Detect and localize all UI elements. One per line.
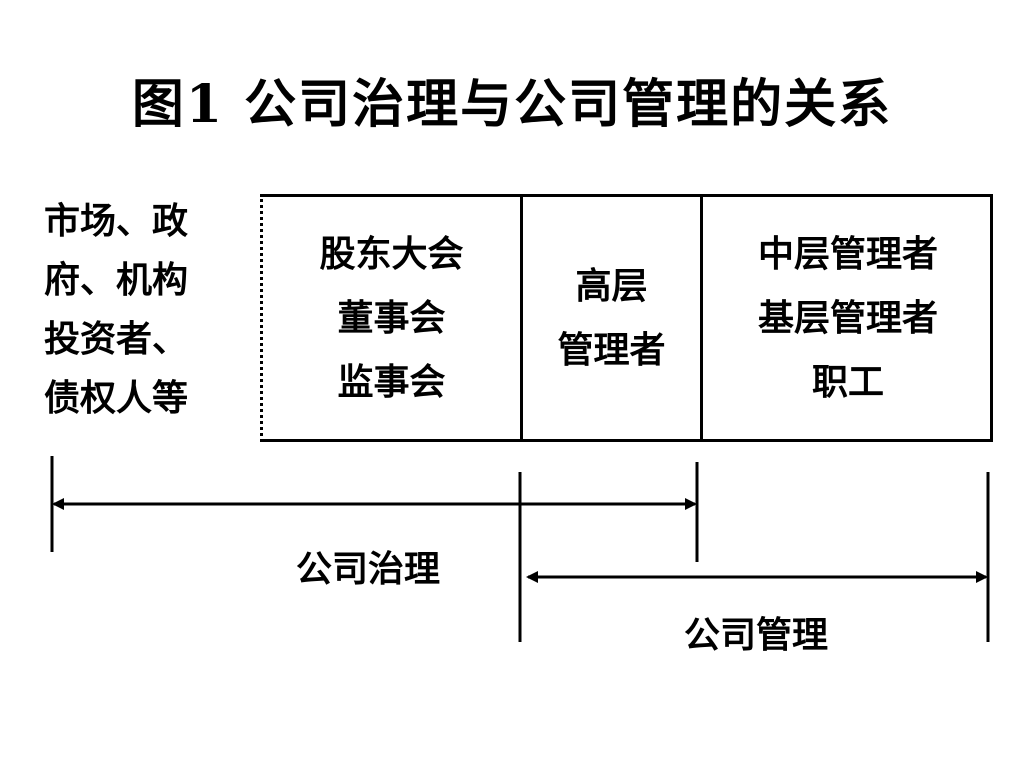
management-span-label: 公司管理 [684,614,829,656]
staff-line: 基层管理者 [757,297,938,339]
senior-management-line: 高层 [575,265,648,307]
stakeholders-line: 投资者、 [44,318,189,360]
stakeholders-line: 市场、政 [44,200,189,242]
stakeholders-line: 债权人等 [44,377,189,419]
staff-line: 职工 [811,361,884,403]
staff-line: 中层管理者 [757,233,938,275]
governance-bodies-line: 董事会 [337,297,446,339]
staff-cell: 中层管理者 基层管理者 职工 [700,197,993,439]
stakeholders-line: 府、机构 [44,259,189,301]
governance-bodies-line: 股东大会 [319,233,464,275]
senior-management-line: 管理者 [557,329,666,371]
organization-structure-box: 股东大会 董事会 监事会 高层 管理者 中层管理者 基层管理者 职工 [260,194,993,442]
governance-bodies-line: 监事会 [337,361,446,403]
external-stakeholders-label: 市场、政 府、机构 投资者、 债权人等 [44,192,234,428]
senior-management-cell: 高层 管理者 [520,197,700,439]
governance-span-label: 公司治理 [296,548,441,590]
diagram-title: 图1 公司治理与公司管理的关系 [131,74,893,135]
governance-bodies-cell: 股东大会 董事会 监事会 [263,197,520,439]
